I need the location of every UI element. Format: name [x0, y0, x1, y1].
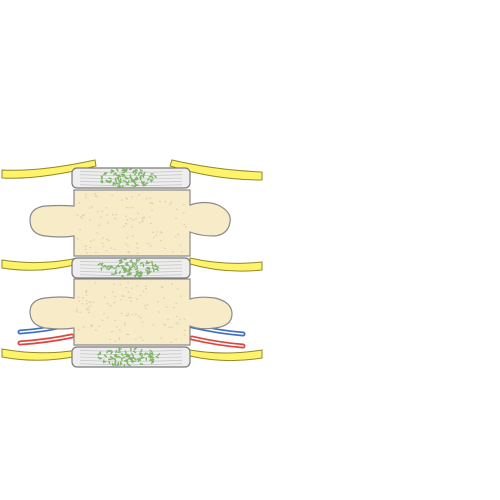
nerve-root-middle-right	[189, 257, 263, 272]
intervertebral-discs	[71, 167, 191, 368]
disc-lower-nucleus	[97, 346, 161, 368]
nerve-root-lower-right	[189, 349, 263, 362]
nerve-root-upper-left	[1, 159, 97, 179]
disc-lower	[71, 346, 191, 368]
vertebra-upper	[29, 189, 231, 257]
disc-middle	[71, 257, 191, 279]
disc-middle-nucleus	[97, 257, 160, 279]
vertebra-lower	[29, 278, 233, 346]
nerve-root-middle-left	[1, 257, 79, 271]
nerve-roots	[1, 159, 263, 362]
disc-upper	[71, 167, 191, 189]
nerve-root-upper-right	[169, 159, 263, 181]
artery-left	[17, 333, 75, 346]
artery-right	[189, 335, 246, 349]
nerve-root-lower-left	[1, 348, 79, 361]
disc-upper-nucleus	[100, 167, 157, 189]
vertebrae	[29, 189, 233, 346]
